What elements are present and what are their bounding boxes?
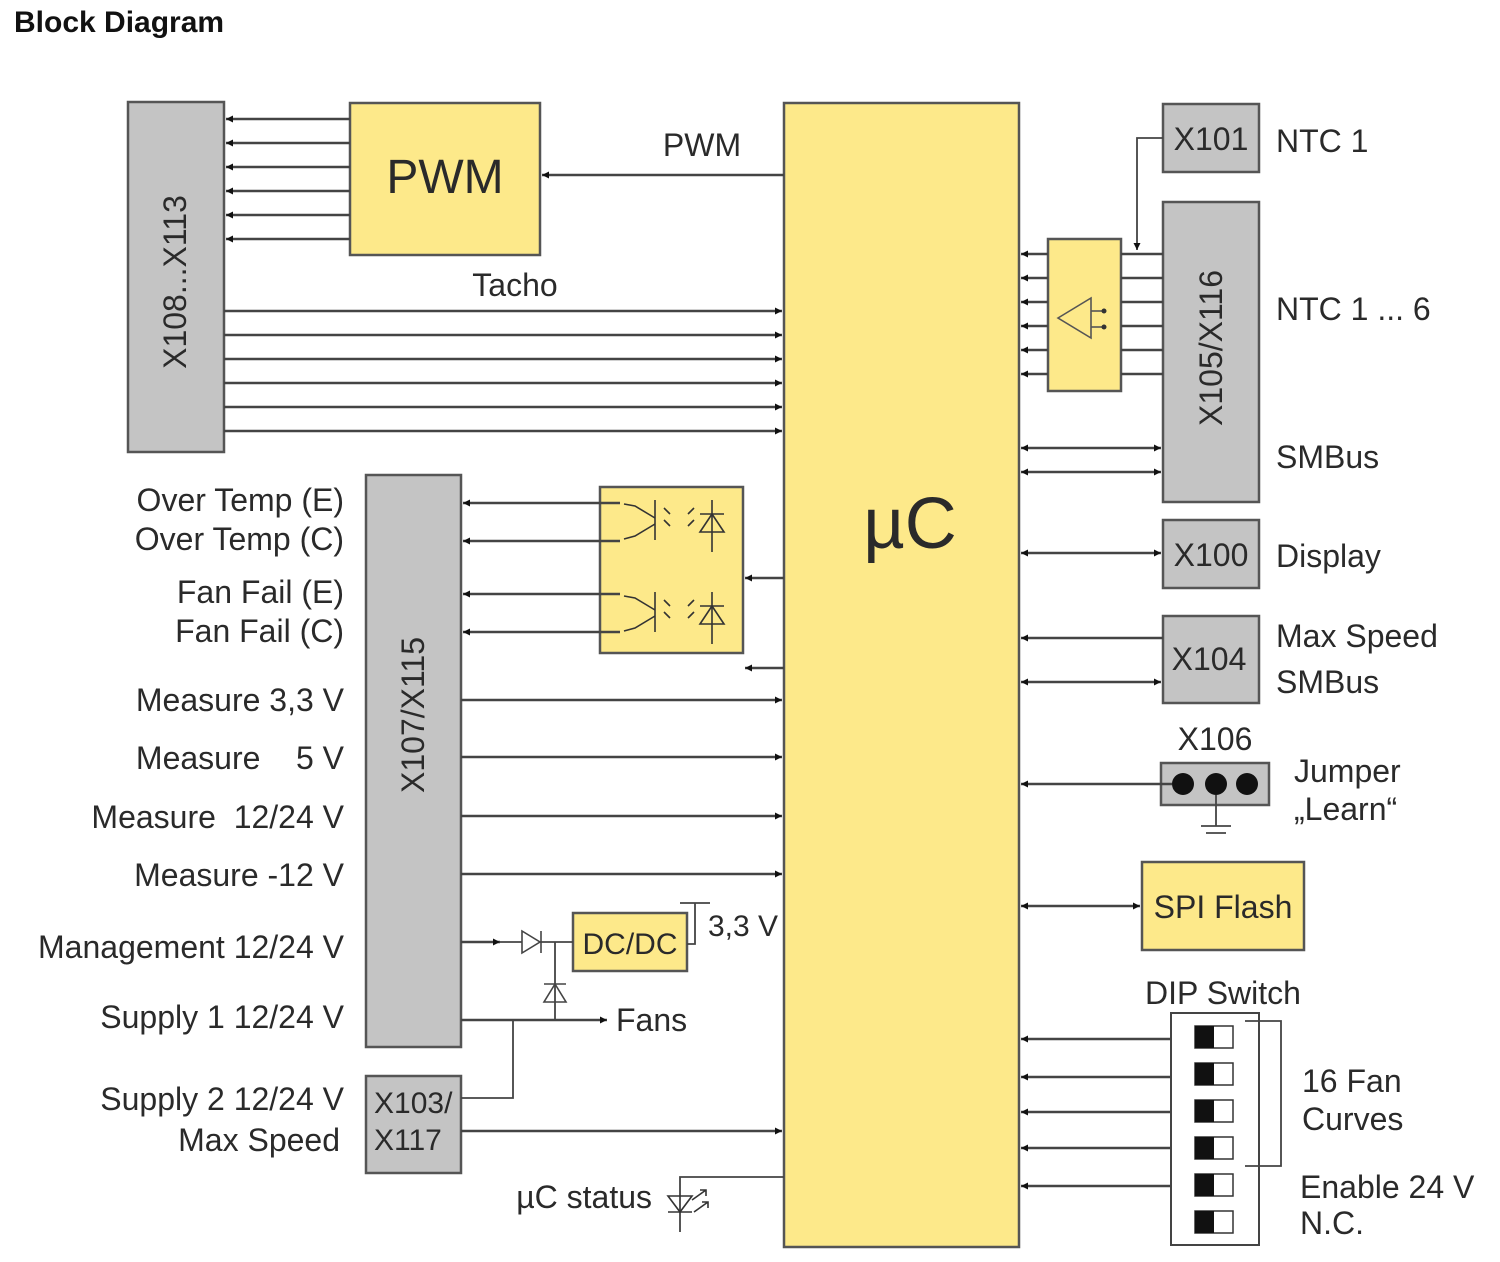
connector-x104 xyxy=(1161,614,1261,705)
connector-x101 xyxy=(1161,102,1261,174)
display-label: Display xyxy=(1276,538,1381,574)
dip-switch-lines xyxy=(1021,1035,1171,1190)
supply1-label: Supply 1 12/24 V xyxy=(100,999,344,1035)
tacho-lines xyxy=(224,307,782,435)
connector-x106-label: X106 xyxy=(1178,721,1253,757)
status-output-lines xyxy=(463,499,784,672)
spi-flash-label: SPI Flash xyxy=(1154,889,1293,925)
pwm-block-label: PWM xyxy=(386,151,503,204)
ntc1-line xyxy=(1133,137,1163,250)
connector-x105-x116-label: X105/X116 xyxy=(1193,270,1229,426)
v33-label: 3,3 V xyxy=(708,910,778,943)
connector-x100 xyxy=(1161,518,1261,590)
connector-x107-x115-label: X107/X115 xyxy=(395,637,431,793)
jumper-label-line2: „Learn“ xyxy=(1294,791,1397,827)
dcdc-label: DC/DC xyxy=(583,928,678,961)
connector-x108-x113-label: X108...X113 xyxy=(157,195,193,369)
connector-x107-x115 xyxy=(364,473,463,1049)
amplifier-icon xyxy=(1056,296,1107,340)
management-label: Management 12/24 V xyxy=(38,929,345,965)
over-temp-c-label: Over Temp (C) xyxy=(135,521,344,557)
fan-curves-label-line2: Curves xyxy=(1302,1101,1403,1137)
ntc-input-lines xyxy=(1021,250,1163,378)
measure-1224v-label: Measure 12/24 V xyxy=(91,799,344,835)
diagram-title: Block Diagram xyxy=(14,6,225,39)
connector-x103-x117 xyxy=(364,1074,463,1175)
microcontroller-block xyxy=(782,101,1021,1249)
over-temp-e-label: Over Temp (E) xyxy=(137,482,344,518)
connector-x101-label: X101 xyxy=(1174,121,1249,157)
connector-x103-label-line1: X103/ xyxy=(374,1087,453,1120)
fan-fail-e-label: Fan Fail (E) xyxy=(177,574,344,610)
optocoupler-icon xyxy=(623,500,726,644)
connector-x105-x116 xyxy=(1161,200,1261,504)
spi-flash-block xyxy=(1140,860,1306,952)
ntc1-label: NTC 1 xyxy=(1276,123,1368,159)
ntc1-6-label: NTC 1 ... 6 xyxy=(1276,291,1431,327)
max-speed-left-label: Max Speed xyxy=(178,1122,340,1158)
connector-x104-label: X104 xyxy=(1172,641,1247,677)
optocoupler-block xyxy=(598,485,745,655)
measure-33v-label: Measure 3,3 V xyxy=(136,682,345,718)
connector-x103-label-line2: X117 xyxy=(374,1124,442,1157)
jumper-label-line1: Jumper xyxy=(1294,753,1401,789)
uc-status-label: µC status xyxy=(516,1179,652,1215)
fans-label: Fans xyxy=(616,1002,687,1038)
enable-24v-label: Enable 24 V xyxy=(1300,1169,1475,1205)
tacho-label: Tacho xyxy=(472,267,557,303)
smbus-top-label: SMBus xyxy=(1276,439,1379,475)
connector-x108-x113 xyxy=(126,100,226,454)
nc-label: N.C. xyxy=(1300,1205,1364,1241)
ground-icon xyxy=(1201,795,1231,834)
supply2-line xyxy=(461,1020,514,1099)
pwm-signal-label: PWM xyxy=(663,127,741,163)
uc-label: µC xyxy=(863,484,956,564)
fan-curves-bracket xyxy=(1245,1020,1282,1167)
supply2-label: Supply 2 12/24 V xyxy=(100,1081,344,1117)
max-speed-right-label: Max Speed xyxy=(1276,618,1438,654)
connector-x100-label: X100 xyxy=(1174,537,1249,573)
measure-m12v-label: Measure -12 V xyxy=(134,857,345,893)
measure-lines xyxy=(461,696,782,878)
led-icon xyxy=(666,1189,709,1214)
fan-curves-label-line1: 16 Fan xyxy=(1302,1063,1402,1099)
fan-fail-c-label: Fan Fail (C) xyxy=(175,613,344,649)
pwm-output-lines xyxy=(226,115,350,243)
uc-status-line xyxy=(679,1176,784,1232)
smbus-mid-label: SMBus xyxy=(1276,664,1379,700)
smbus-top-lines xyxy=(1021,444,1161,476)
v33-output-line xyxy=(680,902,710,945)
dip-switch xyxy=(1170,1012,1260,1246)
dip-switch-label: DIP Switch xyxy=(1145,975,1301,1011)
jumper-pins-icon xyxy=(1172,773,1258,795)
dip-switch-toggles xyxy=(1194,1025,1234,1234)
measure-5v-label: Measure 5 V xyxy=(136,740,345,776)
pwm-block xyxy=(348,101,542,257)
amplifier-block xyxy=(1046,237,1123,393)
